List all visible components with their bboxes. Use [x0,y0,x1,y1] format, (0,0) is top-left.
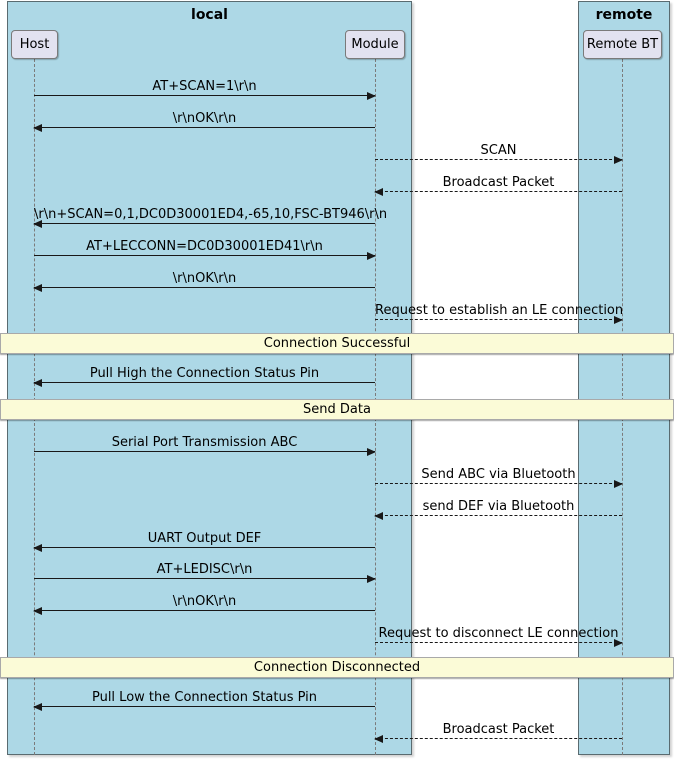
message-label: Request to disconnect LE connection [378,626,619,641]
divider: Connection Disconnected [0,657,674,678]
message-line [34,547,375,548]
message-label: Broadcast Packet [442,722,555,737]
divider: Send Data [0,399,674,420]
message-label: AT+LEDISC\r\n [156,562,253,577]
message: \r\nOK\r\n [33,594,375,615]
message-line [34,223,375,224]
group-box-remote: remote [578,1,670,755]
arrow-head-icon [33,284,42,292]
message: AT+SCAN=1\r\n [34,79,376,100]
divider-label: Connection Disconnected [253,660,421,675]
message: Pull Low the Connection Status Pin [33,690,375,711]
message-label: Broadcast Packet [442,175,555,190]
message-line [375,159,622,160]
message-line [34,255,375,256]
message: Send ABC via Bluetooth [375,467,623,488]
message: send DEF via Bluetooth [374,499,622,520]
message-label: \r\n+SCAN=0,1,DC0D30001ED4,-65,10,FSC-BT… [34,207,388,222]
message-line [34,578,375,579]
message-label: Serial Port Transmission ABC [111,435,298,450]
message-label: Send ABC via Bluetooth [421,467,576,482]
message-line [375,642,622,643]
participant-host: Host [11,30,58,59]
arrow-head-icon [367,575,376,583]
arrow-head-icon [33,379,42,387]
arrow-head-icon [33,544,42,552]
message-line [375,483,622,484]
arrow-head-icon [374,188,383,196]
message: Serial Port Transmission ABC [34,435,376,456]
message-label: SCAN [480,143,517,158]
message-label: Pull High the Connection Status Pin [89,366,320,381]
message: SCAN [375,143,623,164]
arrow-head-icon [374,512,383,520]
message-line [34,382,375,383]
message: Broadcast Packet [374,722,622,743]
message-line [375,738,622,739]
message-label: \r\nOK\r\n [172,271,237,286]
message: Broadcast Packet [374,175,622,196]
message: AT+LECCONN=DC0D30001ED41\r\n [34,239,376,260]
divider-label: Send Data [303,402,371,417]
message-line [34,95,375,96]
message: Pull High the Connection Status Pin [33,366,375,387]
arrow-head-icon [33,607,42,615]
message-label: \r\nOK\r\n [172,111,237,126]
arrow-head-icon [33,124,42,132]
message-line [34,287,375,288]
message-line [375,515,622,516]
message-label: AT+SCAN=1\r\n [152,79,257,94]
arrow-head-icon [33,220,42,228]
message: Request to disconnect LE connection [375,626,623,647]
message-label: \r\nOK\r\n [172,594,237,609]
divider-label: Connection Successful [263,336,411,351]
message: AT+LEDISC\r\n [34,562,376,583]
divider: Connection Successful [0,333,674,354]
message: Request to establish an LE connection [375,303,624,324]
group-title-remote: remote [595,7,653,23]
message-line [34,451,375,452]
message-label: Pull Low the Connection Status Pin [91,690,318,705]
group-title-local: local [191,7,228,23]
message-line [34,610,375,611]
message-label: UART Output DEF [147,531,262,546]
arrow-head-icon [367,92,376,100]
arrow-head-icon [33,703,42,711]
message: \r\n+SCAN=0,1,DC0D30001ED4,-65,10,FSC-BT… [33,207,388,228]
message-label: Request to establish an LE connection [375,303,624,318]
message: \r\nOK\r\n [33,271,375,292]
arrow-head-icon [614,316,623,324]
group-box-local: local [7,1,412,755]
message-line [375,191,622,192]
message-line [375,319,622,320]
participant-remotebt: Remote BT [583,30,662,59]
message-line [34,706,375,707]
arrow-head-icon [374,735,383,743]
message-label: send DEF via Bluetooth [422,499,575,514]
arrow-head-icon [614,639,623,647]
message-line [34,127,375,128]
message: UART Output DEF [33,531,375,552]
arrow-head-icon [367,448,376,456]
message: \r\nOK\r\n [33,111,375,132]
arrow-head-icon [614,156,623,164]
arrow-head-icon [614,480,623,488]
arrow-head-icon [367,252,376,260]
participant-module: Module [345,30,405,59]
message-label: AT+LECCONN=DC0D30001ED41\r\n [86,239,323,254]
